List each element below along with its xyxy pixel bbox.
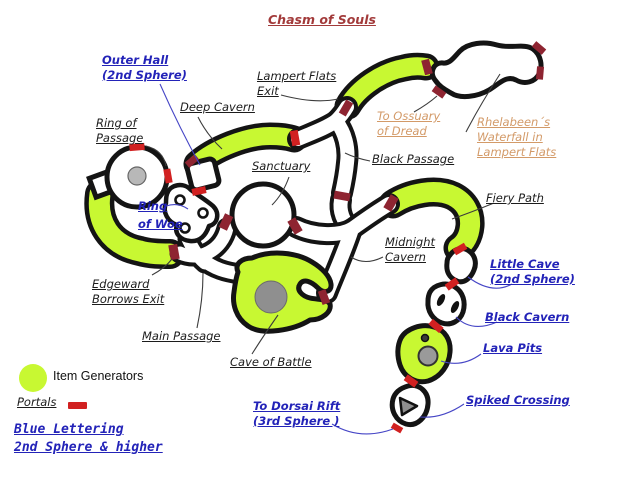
cave-of-battle-room [231,250,334,334]
portal-legend-swatch [68,402,87,409]
fiery-path-passage [378,177,485,263]
map-title: Chasm of Souls [268,12,376,27]
label-spiked-crossing: Spiked Crossing [466,393,570,407]
black-cavern-pit [436,294,446,306]
lava-pit-large [417,345,439,367]
label-to-ossuary: To Ossuary of Dread [377,109,441,138]
ring-of-passage-center [127,166,147,186]
label-fiery-path: Fiery Path [486,191,544,205]
label-lampert-flats-exit: Lampert Flats Exit [257,69,337,98]
little-cave-room [444,245,478,285]
label-lava-pits: Lava Pits [483,341,543,355]
cave-of-battle-generator [254,280,288,314]
lava-pit-small [420,333,430,343]
legend-item-generators: Item Generators [53,369,144,383]
label-outer-hall: Outer Hall (2nd Sphere) [102,53,187,82]
label-sanctuary: Sanctuary [252,159,311,173]
lava-pits-room [395,323,453,385]
rhelabeen-waterfall-room [429,40,544,100]
label-ring-of-woe: Ring of Woe [138,199,183,232]
spiked-crossing-room [389,382,431,428]
outer-hall-room [184,156,222,193]
label-little-cave: Little Cave (2nd Sphere) [490,257,575,286]
label-rhelabeen-waterfall: Rhelabeen´s Waterfall in Lampert Flats [477,115,557,159]
portal-markers [129,41,547,434]
spiked-crossing-spike [398,396,419,417]
black-cavern-room [425,281,467,327]
label-ring-of-passage: Ring of Passage [96,116,144,145]
edgeward-borrows-passage [84,179,185,269]
ring-of-woe-room [162,182,220,244]
label-leader-lines [145,73,513,435]
label-main-passage: Main Passage [142,329,221,343]
label-black-cavern: Black Cavern [485,310,570,324]
label-cave-of-battle: Cave of Battle [230,355,312,369]
label-edgeward-borrows: Edgeward Borrows Exit [92,277,165,306]
label-to-dorsai-rift: To Dorsai Rift (3rd Sphere ) [253,399,341,428]
black-cavern-pit [450,301,460,313]
label-deep-cavern: Deep Cavern [180,100,255,114]
sanctuary-room [229,181,297,249]
legend-portals: Portals [17,395,57,409]
legend-blue-lettering-note: Blue Lettering 2nd Sphere & higher [14,422,163,456]
label-midnight-cavern: Midnight Cavern [385,235,435,264]
label-black-passage: Black Passage [372,152,455,166]
item-generator-legend-swatch [19,364,47,392]
lampert-flats-exit-passage [334,52,440,120]
